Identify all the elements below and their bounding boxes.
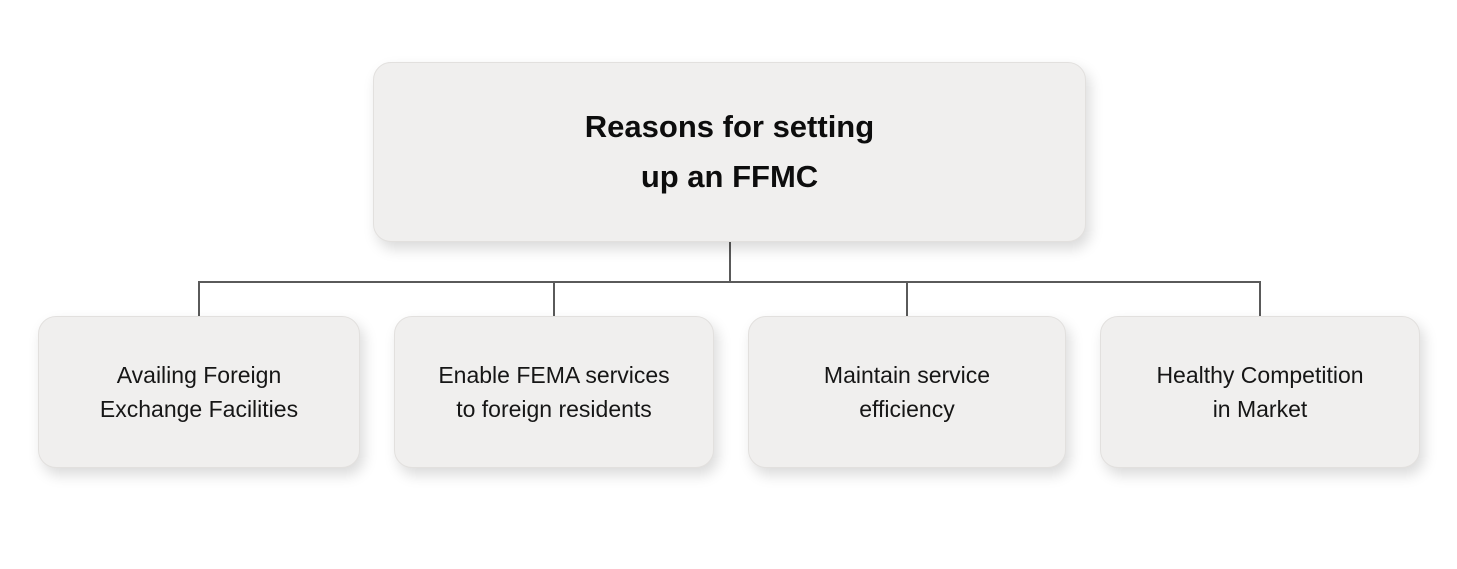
node-maintain-service-efficiency: Maintain service efficiency: [748, 316, 1066, 468]
connector-bus: [198, 281, 1261, 316]
root-label-line-1: Reasons for setting: [584, 109, 875, 144]
child-1-label-line-2: Exchange Facilities: [99, 396, 299, 422]
child-4-label-line-1: Healthy Competition: [1156, 362, 1364, 388]
node-label: Enable FEMA services to foreign resident…: [438, 358, 669, 426]
child-3-label-line-2: efficiency: [859, 396, 955, 422]
node-label: Availing Foreign Exchange Facilities: [100, 358, 298, 426]
child-2-label-line-2: to foreign residents: [456, 396, 652, 422]
node-label: Healthy Competition in Market: [1156, 358, 1363, 426]
node-root-label: Reasons for setting up an FFMC: [585, 102, 874, 202]
child-4-label-line-2: in Market: [1212, 396, 1308, 422]
child-1-label-line-1: Availing Foreign: [116, 362, 282, 388]
node-healthy-competition: Healthy Competition in Market: [1100, 316, 1420, 468]
node-root-reasons: Reasons for setting up an FFMC: [373, 62, 1086, 242]
child-3-label-line-1: Maintain service: [823, 362, 991, 388]
root-label-line-2: up an FFMC: [640, 159, 819, 194]
child-2-label-line-1: Enable FEMA services: [438, 362, 670, 388]
node-availing-foreign-exchange: Availing Foreign Exchange Facilities: [38, 316, 360, 468]
node-enable-fema-services: Enable FEMA services to foreign resident…: [394, 316, 714, 468]
node-label: Maintain service efficiency: [824, 358, 990, 426]
